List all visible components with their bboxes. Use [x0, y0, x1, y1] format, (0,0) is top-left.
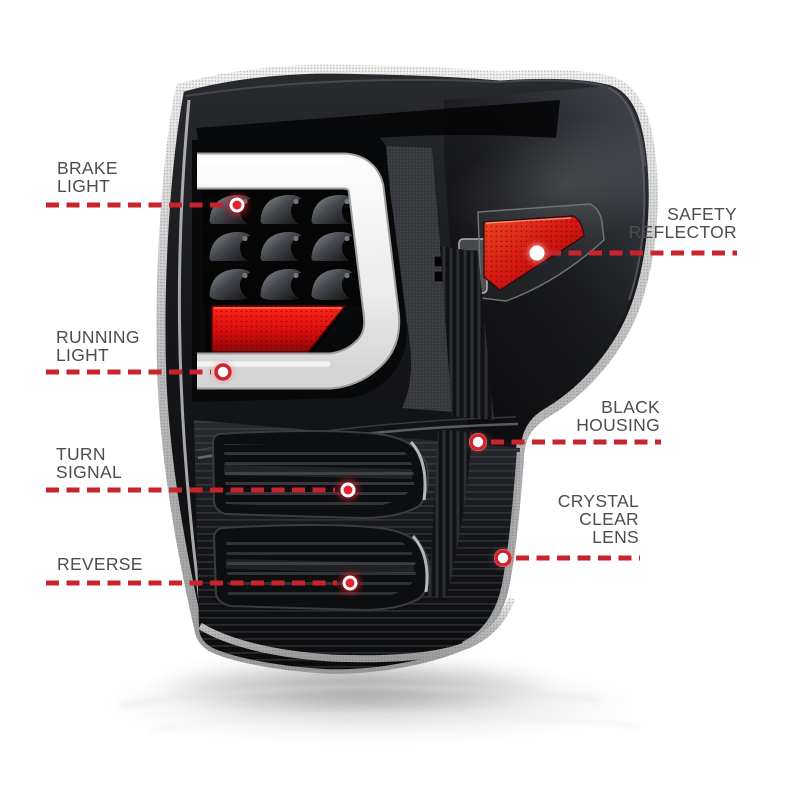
reverse-chamber	[212, 524, 430, 612]
callout-marker-safety-reflector	[528, 244, 546, 262]
callout-markers	[213, 194, 546, 594]
lower-lens-section	[194, 246, 522, 670]
floor-shadow	[100, 656, 641, 741]
brake-light-chamber	[192, 130, 454, 412]
callout-marker-reverse	[339, 572, 361, 594]
label-reverse: REVERSE	[57, 554, 143, 574]
callout-marker-running-light	[213, 362, 233, 382]
callout-marker-black-housing	[468, 432, 488, 452]
black-housing-panel	[442, 86, 688, 445]
label-running-light: RUNNING LIGHT	[56, 327, 140, 365]
callout-marker-brake-light	[226, 194, 248, 216]
led-light-tube	[197, 152, 401, 390]
label-crystal-clear-lens: CRYSTAL CLEAR LENS	[557, 491, 639, 547]
callout-marker-turn-signal	[337, 479, 359, 501]
callout-lines	[46, 202, 737, 586]
callout-marker-crystal-clear-lens	[493, 548, 513, 568]
label-black-housing: BLACK HOUSING	[576, 397, 660, 435]
label-brake-light: BRAKE LIGHT	[57, 158, 118, 196]
label-safety-reflector: SAFETY REFLECTOR	[628, 204, 737, 242]
turn-signal-chamber	[211, 430, 429, 520]
red-reflector-strip	[205, 300, 352, 358]
label-turn-signal: TURN SIGNAL	[56, 444, 122, 482]
